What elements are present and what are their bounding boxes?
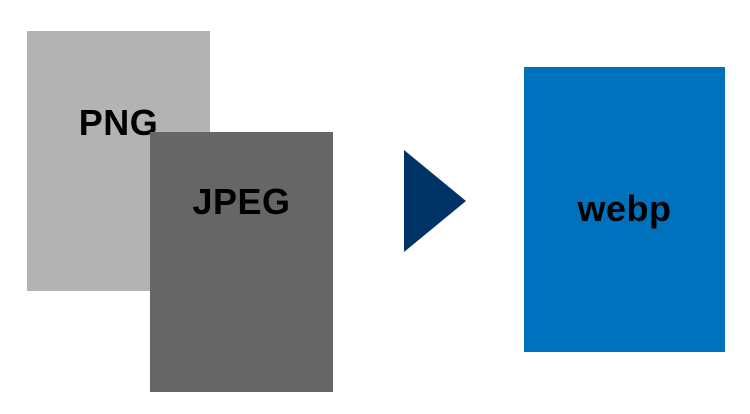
jpeg-label: JPEG [192,181,291,222]
webp-file-card: webp [524,67,725,352]
jpeg-file-card: JPEG [150,132,333,392]
arrow-triangle [404,150,466,252]
webp-label: webp [577,188,672,229]
conversion-arrow-icon [404,150,466,252]
png-label: PNG [78,102,159,143]
